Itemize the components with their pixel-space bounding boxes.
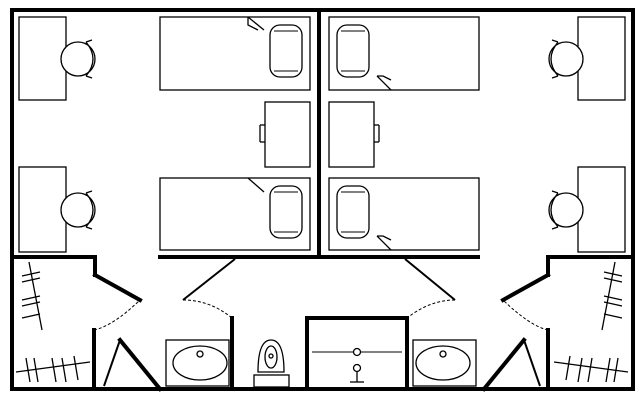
door-leaf-right-entry <box>523 339 541 387</box>
closet-rod-left-vertical <box>21 261 43 331</box>
desk-chairs <box>60 39 584 230</box>
entry-right-angled-wall <box>500 272 551 303</box>
toilet-tank <box>253 374 290 388</box>
desk-top-right <box>577 16 626 101</box>
lavatory-left <box>165 339 230 387</box>
desk-bottom-left <box>18 166 67 253</box>
desk-chair-top-left <box>60 39 96 79</box>
bed-bottom-left <box>159 177 311 251</box>
shower-drain <box>352 347 362 357</box>
beds <box>159 16 480 251</box>
door-swing-left-entry <box>93 299 141 331</box>
nightstand-left <box>264 101 311 168</box>
door-swing-left-bath <box>182 299 233 319</box>
bed-bottom-right <box>328 177 480 251</box>
desk-chair-top-right <box>548 39 584 79</box>
bed-top-left <box>159 16 311 91</box>
closet-rod-right-vertical <box>601 261 623 331</box>
pillow <box>336 185 370 239</box>
bed-top-right <box>328 16 480 91</box>
entry-left-lower-wall <box>117 337 163 392</box>
pillow <box>336 24 370 78</box>
entry-left-angled-wall <box>92 272 143 303</box>
nightstand-right <box>328 101 375 168</box>
closet-rod-right-horizontal <box>553 355 629 383</box>
closets <box>15 261 629 383</box>
desk-bottom-right <box>577 166 626 253</box>
lavatory-right <box>412 339 477 387</box>
door-leaf-left-entry <box>103 339 121 387</box>
desk-chair-bottom-left <box>60 190 96 230</box>
nightstands <box>259 101 380 168</box>
door-leaf-left-bath <box>182 258 236 301</box>
desks <box>18 16 626 253</box>
exterior-wall <box>10 8 635 391</box>
doors <box>93 258 549 387</box>
pillow <box>269 185 303 239</box>
entry-right-lower-wall <box>481 337 527 392</box>
door-leaf-right-bath <box>404 258 456 301</box>
toilet <box>253 339 290 388</box>
shower-valve <box>352 363 362 373</box>
shower <box>312 347 402 383</box>
door-swing-right-bath <box>406 299 456 319</box>
desk-top-left <box>18 16 67 101</box>
bath-fixtures <box>165 339 477 388</box>
desk-chair-bottom-right <box>548 190 584 230</box>
closet-rod-left-horizontal <box>15 355 91 383</box>
door-swing-right-entry <box>502 299 549 331</box>
walls <box>10 8 635 392</box>
pillow <box>269 24 303 78</box>
